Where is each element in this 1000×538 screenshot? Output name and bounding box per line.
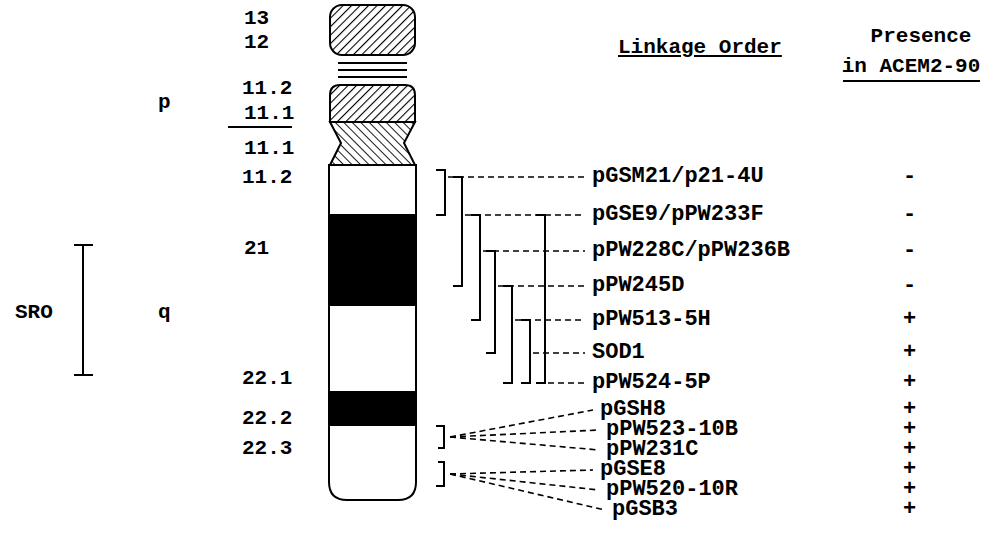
band-label: 11.2 xyxy=(242,78,292,99)
band-label: 12 xyxy=(244,32,269,53)
presence-sign: + xyxy=(903,479,916,501)
presence-sign: + xyxy=(903,399,916,421)
presence-sign: + xyxy=(903,372,916,394)
band-label: 22.1 xyxy=(242,368,292,389)
band-label: 11.1 xyxy=(244,138,294,159)
marker-name: pPW228C/pPW236B xyxy=(592,240,790,262)
presence-sign: + xyxy=(903,439,916,461)
region-label: SRO xyxy=(15,302,53,323)
arm-label: p xyxy=(158,92,171,113)
presence-sign: - xyxy=(903,204,916,226)
marker-name: pGSM21/p21-4U xyxy=(592,166,764,188)
band-label: 22.2 xyxy=(242,408,292,429)
marker-name: pGSE9/pPW233F xyxy=(592,204,764,226)
marker-name: pGSE8 xyxy=(600,459,666,481)
band-label: 11.1 xyxy=(244,103,294,124)
marker-name: pPW523-10B xyxy=(606,419,738,441)
column-heading: Presence in ACEM2-90 xyxy=(838,22,984,82)
marker-name: pGSH8 xyxy=(600,399,666,421)
presence-sign: - xyxy=(903,240,916,262)
marker-name: pGSB3 xyxy=(612,499,678,521)
presence-sign: + xyxy=(903,419,916,441)
presence-sign: + xyxy=(903,342,916,364)
band-label: 11.2 xyxy=(242,167,292,188)
arm-label: q xyxy=(158,302,171,323)
marker-name: pPW520-10R xyxy=(606,479,738,501)
presence-sign: - xyxy=(903,275,916,297)
marker-name: pPW513-5H xyxy=(592,309,711,331)
column-heading: Linkage Order xyxy=(618,37,782,58)
marker-name: pPW245D xyxy=(592,275,684,297)
marker-name: SOD1 xyxy=(592,342,645,364)
presence-sign: + xyxy=(903,309,916,331)
band-label: 22.3 xyxy=(242,438,292,459)
band-label: 21 xyxy=(244,238,269,259)
presence-sign: - xyxy=(903,166,916,188)
band-label: 13 xyxy=(244,8,269,29)
marker-name: pPW231C xyxy=(606,439,698,461)
presence-sign: + xyxy=(903,499,916,521)
presence-sign: + xyxy=(903,459,916,481)
marker-name: pPW524-5P xyxy=(592,372,711,394)
